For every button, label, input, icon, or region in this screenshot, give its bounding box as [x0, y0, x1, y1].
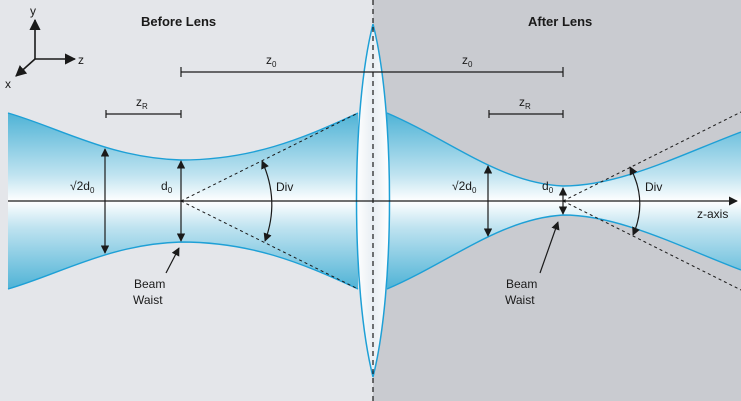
left-div-label: Div	[276, 180, 293, 194]
left-asymptote-lower	[180, 200, 359, 290]
z0-label-left: z0	[266, 53, 277, 69]
right-d0-label: d0	[542, 179, 554, 195]
left-beam-label: Beam	[134, 277, 165, 291]
zr-label-right: zR	[519, 95, 531, 111]
left-root2d0-label: √2d0	[70, 179, 95, 195]
axis-x-label: x	[5, 77, 11, 91]
left-beam-lower-edge	[7, 241, 359, 290]
left-asymptote-upper	[180, 112, 359, 202]
right-beam-waist-pointer	[539, 221, 560, 274]
right-div-label: Div	[645, 180, 662, 194]
left-beam-waist-pointer	[165, 247, 180, 274]
left-d0-label: d0	[161, 179, 173, 195]
before-lens-heading: Before Lens	[141, 14, 216, 29]
right-divergence-arc	[629, 166, 641, 236]
z0-label-right: z0	[462, 53, 473, 69]
right-waist-label: Waist	[505, 293, 535, 307]
axis-z-label: z	[78, 53, 84, 67]
left-waist-label: Waist	[133, 293, 163, 307]
left-beam-upper-edge	[7, 112, 359, 161]
zr-label-left: zR	[136, 95, 148, 111]
xyz-axes-icon	[15, 18, 77, 77]
right-beam-label: Beam	[506, 277, 537, 291]
z-axis-label: z-axis	[697, 207, 728, 221]
right-root2d0-label: √2d0	[452, 179, 477, 195]
right-beam-upper-edge	[386, 112, 741, 187]
axis-y-label: y	[30, 4, 36, 18]
right-beam-lower-edge	[386, 214, 741, 290]
after-lens-heading: After Lens	[528, 14, 592, 29]
left-divergence-arc	[261, 160, 273, 242]
